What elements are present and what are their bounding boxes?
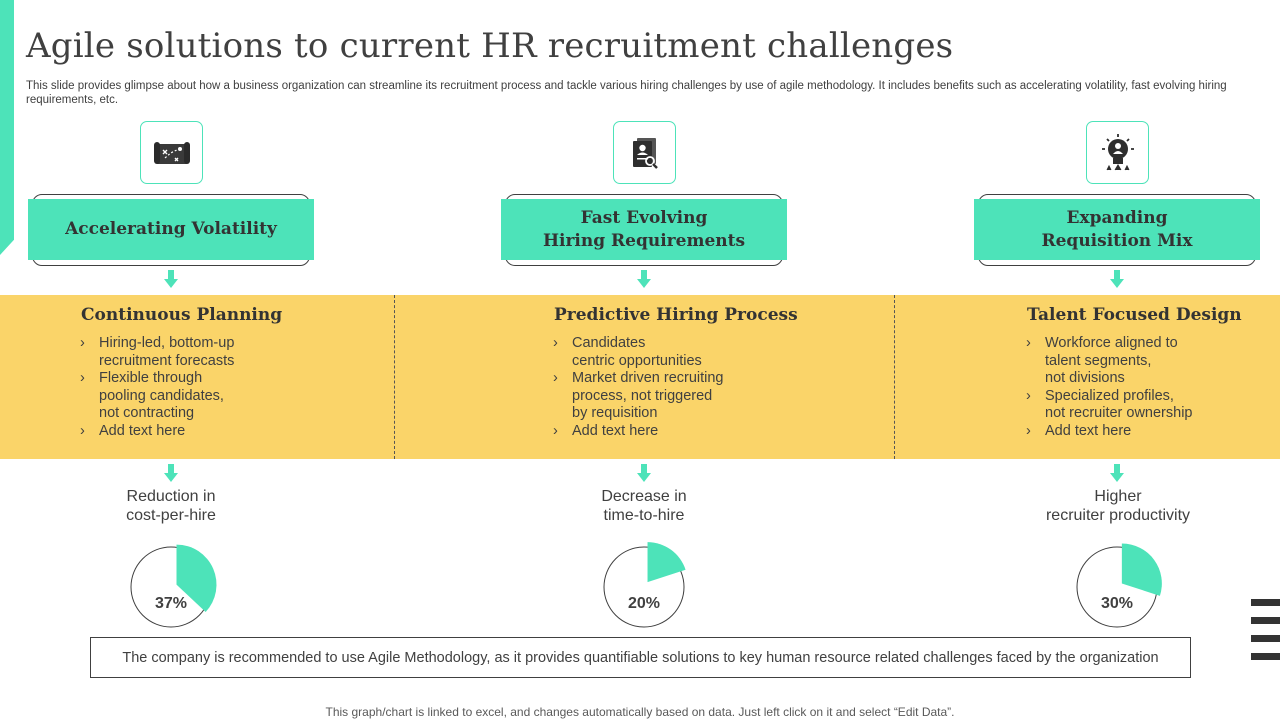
solution-bullets: ›Candidates centric opportunities ›Marke… (553, 335, 724, 441)
pie-slice (647, 542, 686, 583)
arrow-down-icon (164, 270, 178, 290)
pie-value-label: 20% (628, 595, 660, 612)
chevron-right-icon: › (1026, 335, 1031, 351)
challenge-heading: Accelerating Volatility (28, 199, 314, 260)
chevron-right-icon: › (80, 370, 85, 387)
chevron-right-icon: › (553, 335, 558, 351)
bullet-item: ›Market driven recruiting process, not t… (553, 370, 724, 422)
bullet-item: ›Workforce aligned to talent segments, n… (1026, 335, 1178, 387)
bullet-item: ›Add text here (1026, 422, 1132, 439)
bullet-item: ›Flexible through pooling candidates, no… (80, 370, 224, 422)
slide-title: Agile solutions to current HR recruitmen… (26, 26, 954, 66)
arrow-down-icon (164, 464, 178, 484)
pie-value-label: 37% (155, 595, 187, 612)
pie-chart: 30% (1076, 543, 1162, 628)
bullet-item: ›Add text here (553, 422, 659, 439)
column-divider (394, 295, 395, 459)
bullet-item: ›Hiring-led, bottom-up recruitment forec… (80, 335, 235, 369)
accent-bar (0, 0, 14, 255)
arrow-down-icon (637, 270, 651, 290)
idea-bulb-person-icon (1086, 121, 1149, 184)
solution-heading: Predictive Hiring Process (554, 305, 798, 325)
arrow-down-icon (1110, 270, 1124, 290)
bullet-item: ›Candidates centric opportunities (553, 335, 702, 369)
chevron-right-icon: › (553, 422, 558, 439)
blueprint-plan-icon (140, 121, 203, 184)
solution-heading: Continuous Planning (81, 305, 283, 325)
resume-search-icon (613, 121, 676, 184)
pie-chart: 37% (130, 544, 217, 628)
pie-slice (176, 544, 217, 612)
bullet-item: ›Add text here (80, 422, 186, 439)
chevron-right-icon: › (1026, 422, 1031, 439)
slide-subtitle: This slide provides glimpse about how a … (26, 80, 1227, 106)
challenge-heading: Fast Evolving Hiring Requirements (501, 199, 787, 260)
metric-label: Decrease in time-to-hire (601, 488, 687, 524)
solution-bullets: ›Workforce aligned to talent segments, n… (1026, 335, 1193, 441)
chevron-right-icon: › (80, 335, 85, 351)
chevron-right-icon: › (553, 370, 558, 387)
metric-label: Reduction in cost-per-hire (126, 488, 216, 524)
solutions-band (0, 295, 1280, 459)
bullet-item: ›Specialized profiles, not recruiter own… (1026, 387, 1193, 422)
pie-slice (1121, 543, 1162, 596)
solution-heading: Talent Focused Design (1027, 305, 1242, 325)
challenge-heading: Expanding Requisition Mix (974, 199, 1260, 260)
column-divider (894, 295, 895, 459)
recommendation-note: The company is recommended to use Agile … (90, 637, 1191, 678)
pie-value-label: 30% (1101, 595, 1133, 612)
pie-chart: 20% (603, 542, 686, 628)
footer-note: This graph/chart is linked to excel, and… (325, 705, 955, 719)
menu-icon[interactable] (1251, 599, 1280, 661)
arrow-down-icon (1110, 464, 1124, 484)
solution-bullets: ›Hiring-led, bottom-up recruitment forec… (80, 335, 234, 441)
metric-label: Higher recruiter productivity (1045, 488, 1191, 524)
arrow-down-icon (637, 464, 651, 484)
chevron-right-icon: › (80, 422, 85, 439)
chevron-right-icon: › (1026, 387, 1031, 404)
